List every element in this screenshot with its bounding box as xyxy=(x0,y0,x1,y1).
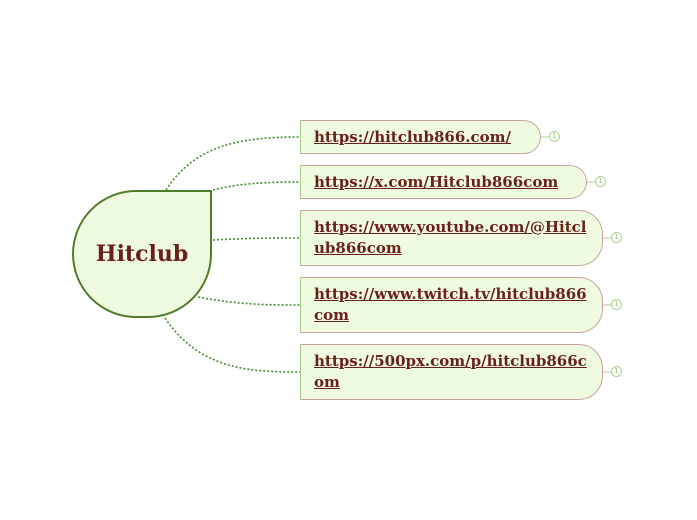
topic-node-500px[interactable]: https://500px.com/p/hitclub866com xyxy=(300,344,603,400)
topic-link-website[interactable]: https://hitclub866.com/ xyxy=(314,127,511,146)
topic-link-twitch[interactable]: https://www.twitch.tv/hitclub866com xyxy=(314,285,587,324)
central-topic-label: Hitclub xyxy=(95,241,189,267)
topic-node-x[interactable]: https://x.com/Hitclub866com xyxy=(300,165,587,199)
topic-link-youtube[interactable]: https://www.youtube.com/@Hitclub866com xyxy=(314,218,587,257)
topic-node-website[interactable]: https://hitclub866.com/ xyxy=(300,120,541,154)
topic-link-500px[interactable]: https://500px.com/p/hitclub866com xyxy=(314,352,587,391)
topic-count-badge: 1 xyxy=(549,131,560,142)
connector-line xyxy=(212,237,301,241)
topic-node-youtube[interactable]: https://www.youtube.com/@Hitclub866com xyxy=(300,210,603,266)
topic-count-badge: 1 xyxy=(611,232,622,243)
connector-line xyxy=(212,181,301,191)
topic-node-twitch[interactable]: https://www.twitch.tv/hitclub866com xyxy=(300,277,603,333)
topic-count-badge: 1 xyxy=(611,299,622,310)
central-topic[interactable]: Hitclub xyxy=(72,190,212,318)
topic-link-x[interactable]: https://x.com/Hitclub866com xyxy=(314,172,559,191)
connector-line xyxy=(165,136,301,191)
connector-line xyxy=(164,317,301,373)
connector-line xyxy=(197,296,301,306)
topic-count-badge: 1 xyxy=(611,366,622,377)
topic-count-badge: 1 xyxy=(595,176,606,187)
